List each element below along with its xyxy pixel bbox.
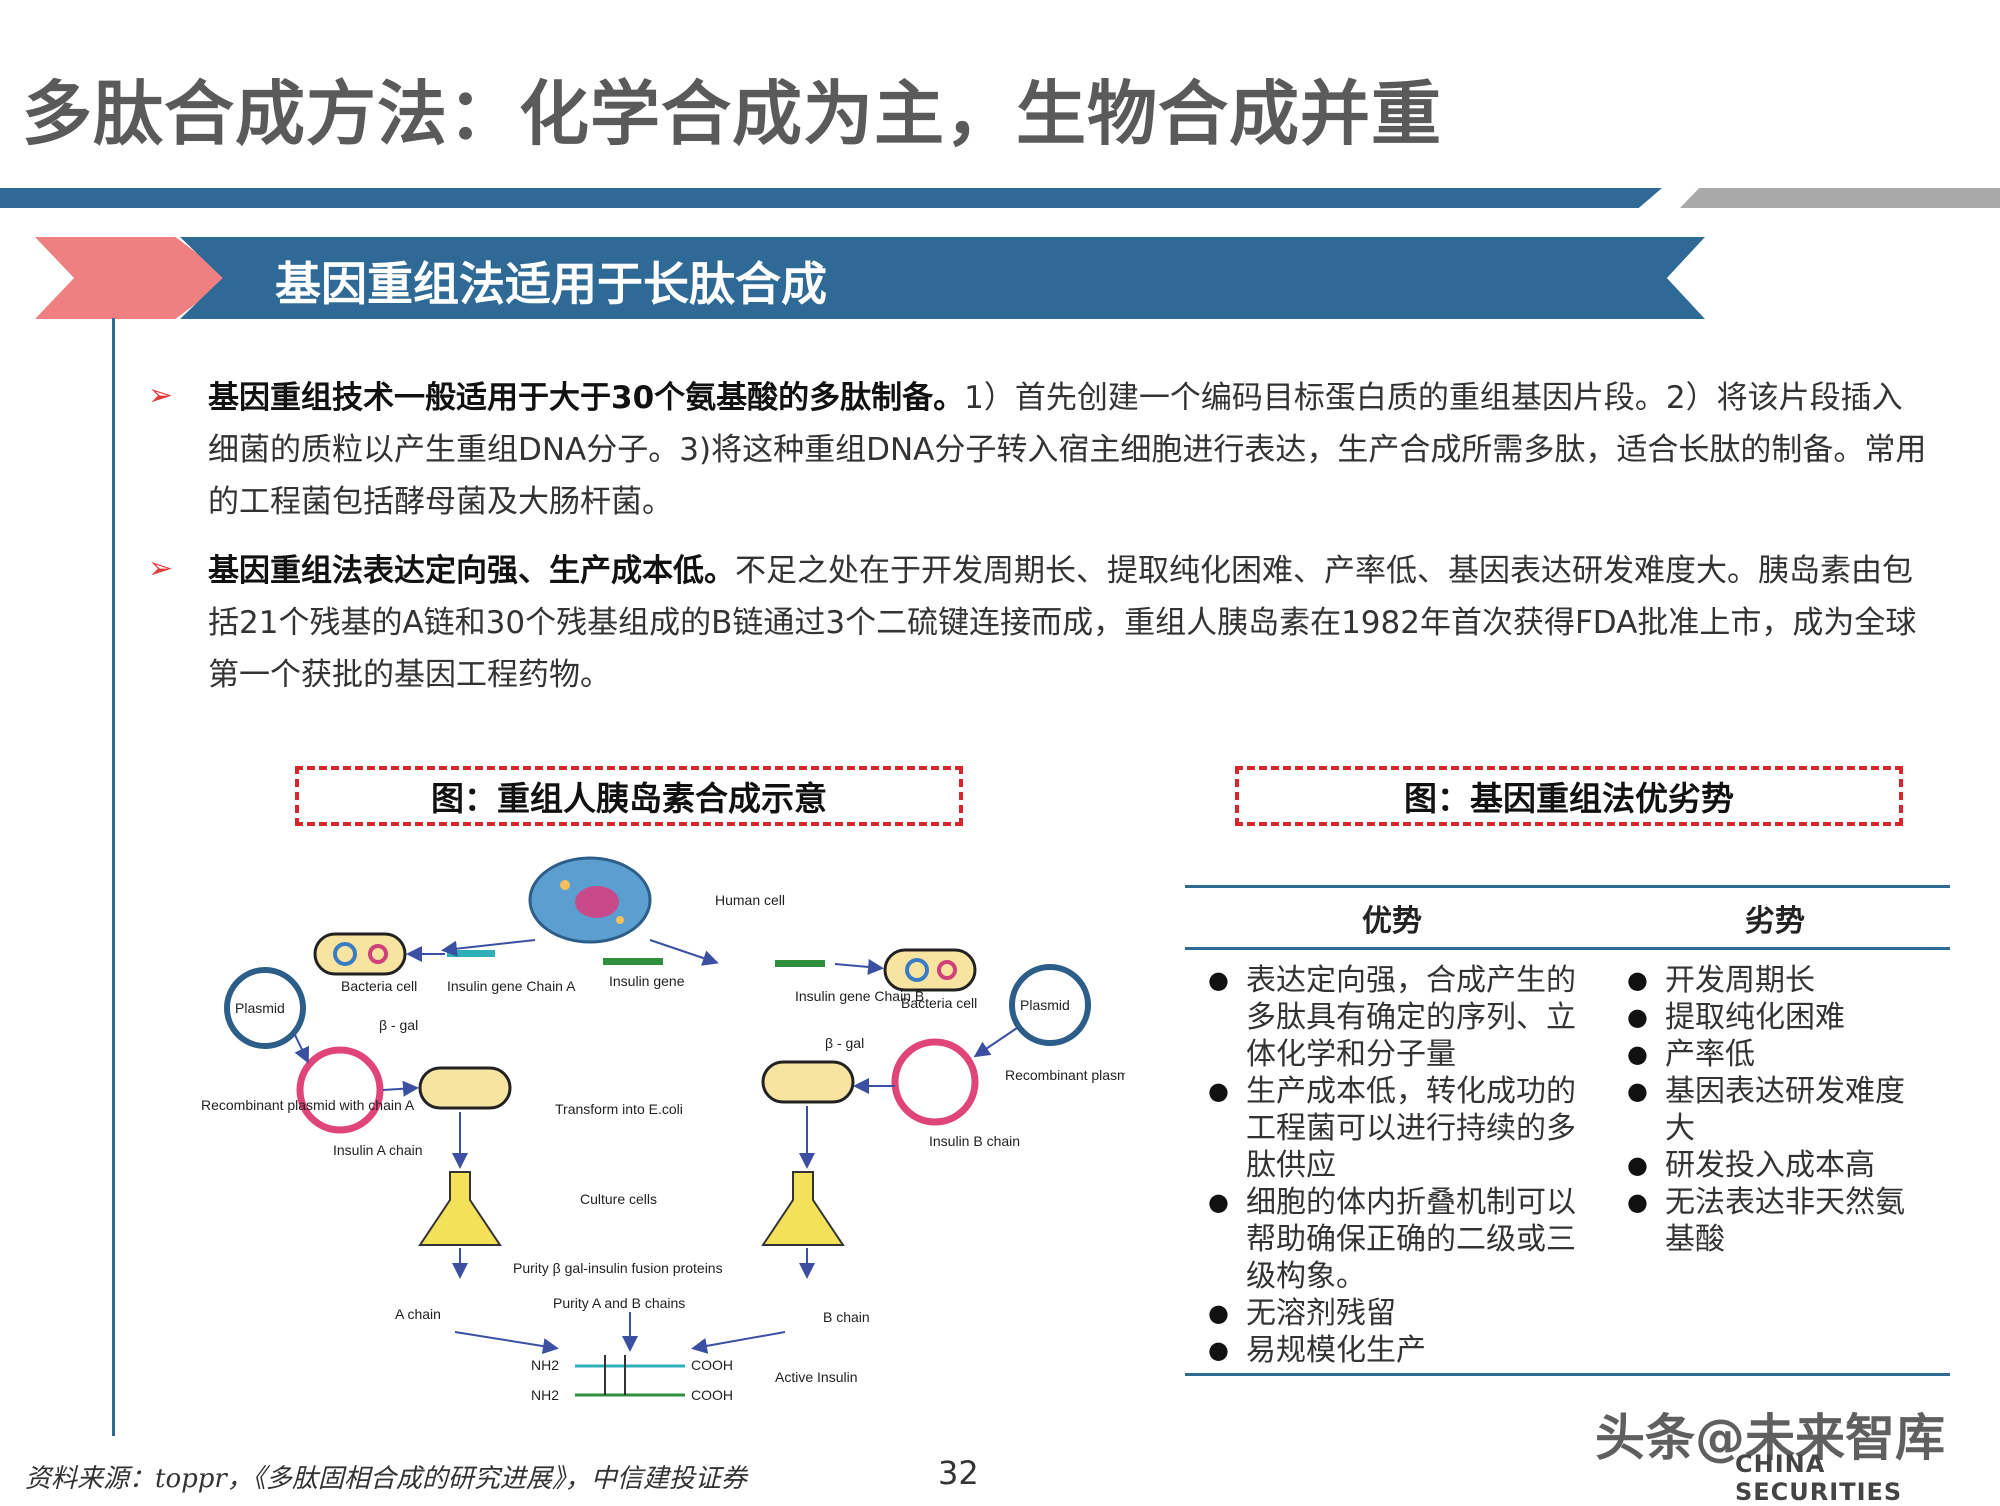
label-transform: Transform into E.coli	[555, 1101, 683, 1117]
label-insulin-b-chain: Insulin B chain	[929, 1133, 1020, 1149]
label-b-gal-b: β - gal	[825, 1035, 864, 1051]
list-item: 生产成本低，转化成功的工程菌可以进行持续的多肽供应	[1208, 1073, 1588, 1184]
label-insulin-a-chain: Insulin A chain	[333, 1142, 423, 1158]
paragraph-2: 基因重组法表达定向强、生产成本低。不足之处在于开发周期长、提取纯化困难、产率低、…	[208, 545, 1933, 701]
table-bottom-rule	[1185, 1373, 1950, 1376]
list-item: 研发投入成本高	[1627, 1147, 1917, 1184]
flask-b-icon	[761, 1171, 845, 1246]
label-plasmid-a: Plasmid	[235, 1000, 285, 1016]
transformed-bacteria-b-icon	[761, 1060, 855, 1104]
bacteria-cell-a-icon	[313, 932, 407, 976]
label-purity-ab: Purity A and B chains	[553, 1295, 685, 1311]
section-banner	[180, 237, 1705, 319]
title-underline-blue	[0, 188, 1662, 208]
table-header-advantages: 优势	[1362, 904, 1422, 939]
label-nh2-top: NH2	[531, 1357, 559, 1373]
bullet-arrow-icon: ➢	[148, 378, 174, 413]
flask-a-icon	[418, 1171, 502, 1246]
label-bacteria-cell-a: Bacteria cell	[341, 978, 417, 994]
human-cell-icon	[528, 856, 652, 944]
label-purity-fusion: Purity β gal-insulin fusion proteins	[513, 1260, 723, 1276]
label-active-insulin: Active Insulin	[775, 1369, 857, 1385]
list-item: 表达定向强，合成产生的多肽具有确定的序列、立体化学和分子量	[1208, 962, 1588, 1073]
insulin-synthesis-diagram: Human cell Insulin gene Bacteria cell In…	[201, 856, 1125, 1403]
label-bacteria-cell-b: Bacteria cell	[901, 995, 977, 1011]
paragraph-1-bold: 基因重组技术一般适用于大于30个氨基酸的多肽制备。	[208, 380, 965, 416]
recombinant-plasmid-a-icon	[296, 1046, 384, 1134]
paragraph-1-text: 1）首先创建一个编码目标蛋白质的重组基因片段。2）将该片段插入细菌的质粒以产生重…	[208, 380, 1927, 520]
watermark: 头条@未来智库	[1595, 1409, 1945, 1467]
section-banner-title: 基因重组法适用于长肽合成	[275, 257, 827, 311]
label-insulin-gene-chain-a: Insulin gene Chain A	[447, 978, 576, 994]
page-number: 32	[938, 1454, 979, 1492]
chain-b-gene-icon	[775, 960, 825, 967]
figure-left-title: 图：重组人胰岛素合成示意	[295, 766, 963, 826]
list-item: 易规模化生产	[1208, 1332, 1588, 1369]
label-b-gal-a: β - gal	[379, 1017, 418, 1033]
bacteria-cell-b-icon	[883, 948, 977, 992]
list-item: 基因表达研发难度大	[1627, 1073, 1917, 1147]
page-title: 多肽合成方法：化学合成为主，生物合成并重	[22, 73, 1442, 155]
list-item: 产率低	[1627, 1036, 1917, 1073]
figure-right-title: 图：基因重组法优劣势	[1235, 766, 1903, 826]
label-insulin-gene-chain-b: Insulin gene Chain B	[795, 988, 924, 1004]
plasmid-a-icon	[224, 967, 306, 1049]
insulin-gene-icon	[603, 958, 663, 965]
label-cooh-top: COOH	[691, 1357, 733, 1373]
left-vertical-rule	[112, 318, 115, 1436]
paragraph-2-text: 不足之处在于开发周期长、提取纯化困难、产率低、基因表达研发难度大。胰岛素由包括2…	[208, 553, 1917, 693]
advantages-list: 表达定向强，合成产生的多肽具有确定的序列、立体化学和分子量 生产成本低，转化成功…	[1208, 962, 1588, 1369]
paragraph-1: 基因重组技术一般适用于大于30个氨基酸的多肽制备。1）首先创建一个编码目标蛋白质…	[208, 372, 1933, 528]
label-b-chain: B chain	[823, 1309, 870, 1325]
label-human-cell: Human cell	[715, 892, 785, 908]
list-item: 提取纯化困难	[1627, 999, 1917, 1036]
table-header-rule	[1185, 947, 1950, 950]
label-cooh-bottom: COOH	[691, 1387, 733, 1403]
chain-a-gene-icon	[447, 950, 495, 957]
label-recombinant-b: Recombinant plasmid with chain B	[1005, 1067, 1125, 1083]
list-item: 开发周期长	[1627, 962, 1917, 999]
label-recombinant-a: Recombinant plasmid with chain A	[201, 1097, 415, 1113]
paragraph-2-bold: 基因重组法表达定向强、生产成本低。	[208, 553, 735, 589]
list-item: 无溶剂残留	[1208, 1295, 1588, 1332]
recombinant-plasmid-b-icon	[891, 1038, 979, 1126]
source-note: 资料来源：toppr，《多肽固相合成的研究进展》，中信建投证券	[25, 1464, 747, 1494]
diagram-arrows	[294, 939, 1018, 1355]
watermark-sub: CHINA SECURITIES	[1735, 1450, 1903, 1506]
label-insulin-gene: Insulin gene	[609, 973, 685, 989]
table-top-rule	[1185, 885, 1950, 888]
plasmid-b-icon	[1009, 964, 1091, 1046]
label-culture: Culture cells	[580, 1191, 657, 1207]
label-nh2-bottom: NH2	[531, 1387, 559, 1403]
list-item: 细胞的体内折叠机制可以帮助确保正确的二级或三级构象。	[1208, 1184, 1588, 1295]
table-header-disadvantages: 劣势	[1745, 904, 1805, 939]
title-underline-gray	[1680, 188, 2000, 208]
bullet-arrow-icon: ➢	[148, 551, 174, 586]
disadvantages-list: 开发周期长 提取纯化困难 产率低 基因表达研发难度大 研发投入成本高 无法表达非…	[1627, 962, 1917, 1258]
transformed-bacteria-a-icon	[418, 1066, 512, 1110]
list-item: 无法表达非天然氨基酸	[1627, 1184, 1917, 1258]
label-a-chain: A chain	[395, 1306, 441, 1322]
label-plasmid-b: Plasmid	[1020, 997, 1070, 1013]
active-insulin-icon	[575, 1355, 685, 1397]
